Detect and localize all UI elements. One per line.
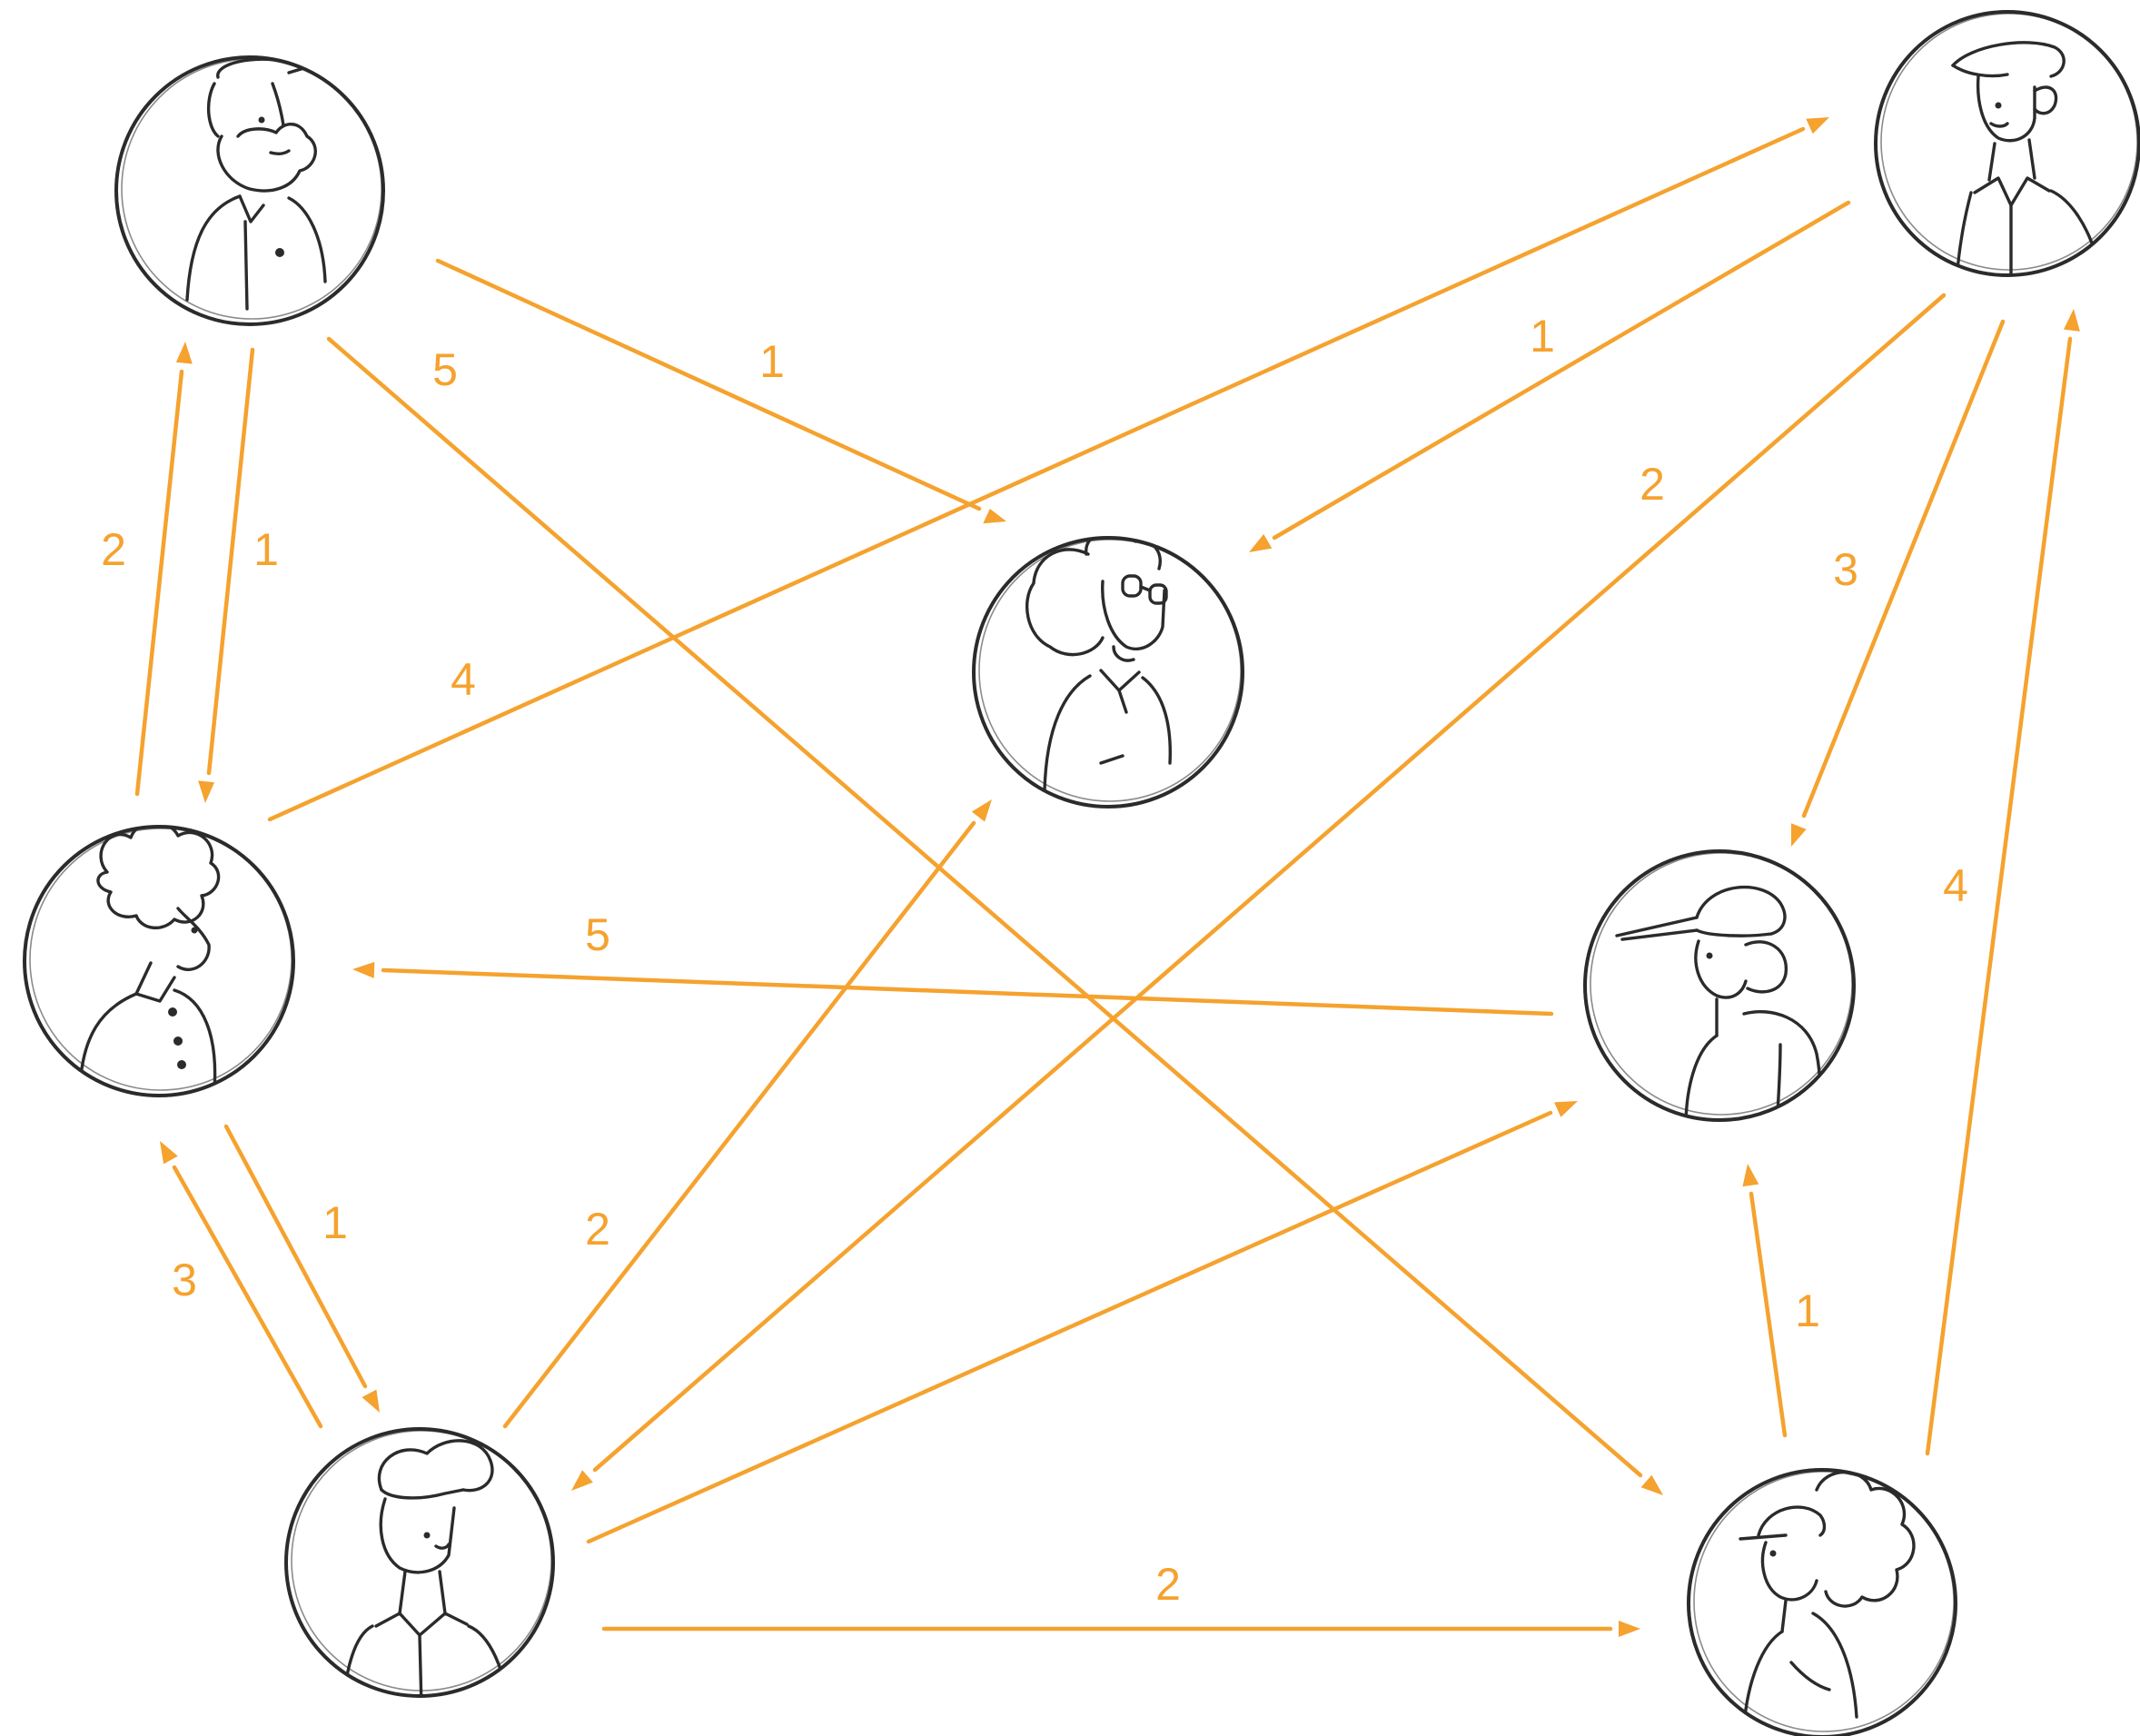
edge-top-right-man-to-cap-man <box>1790 319 2006 847</box>
woman-with-cap-avatar-icon <box>1739 1470 1916 1728</box>
woman-with-glasses-avatar-icon <box>1025 538 1172 792</box>
edge-label: 3 <box>172 1255 197 1305</box>
curly-hair-person-avatar-icon <box>78 827 221 1092</box>
edge-label: 1 <box>322 1197 348 1248</box>
edge-bottom-left-man-to-center-woman <box>502 799 992 1429</box>
edge-bearded-man-to-center-woman <box>435 258 1006 524</box>
edge-top-right-man-to-bottom-left-man <box>571 293 1947 1491</box>
node-curly-hair-person <box>23 825 295 1097</box>
edge-label: 1 <box>253 524 279 575</box>
quiff-man-avatar-icon <box>342 1439 510 1696</box>
edge-label: 5 <box>585 909 610 960</box>
edge-label: 1 <box>759 336 785 387</box>
edge-label: 4 <box>451 654 476 705</box>
node-cap-man <box>1583 849 1856 1122</box>
edge-cap-woman-to-top-right-man <box>1925 309 2080 1456</box>
edge-curly-hair-to-bearded-man <box>134 342 193 797</box>
edge-label: 1 <box>1530 311 1555 362</box>
edge-bottom-left-man-to-cap-woman <box>601 1621 1640 1637</box>
edge-label: 4 <box>1943 860 1968 911</box>
man-with-collar-avatar-icon <box>1951 41 2100 275</box>
edge-label: 2 <box>1155 1559 1181 1610</box>
edge-label: 3 <box>1833 544 1858 595</box>
node-center-woman-glasses <box>972 536 1244 808</box>
edge-top-right-man-to-center-woman <box>1249 200 1851 552</box>
edge-curly-hair-to-bottom-left-man <box>223 1124 380 1413</box>
edge-bottom-left-man-to-cap-man <box>586 1101 1578 1544</box>
nodes <box>23 10 2140 1736</box>
edge-label: 5 <box>432 344 458 395</box>
edges <box>134 117 2080 1637</box>
node-cap-woman <box>1687 1468 1957 1736</box>
edge-label: 2 <box>101 524 126 575</box>
edge-bearded-man-to-cap-woman <box>326 336 1663 1495</box>
edge-cap-man-to-curly-hair <box>352 961 1554 1017</box>
edge-label: 2 <box>1640 459 1665 510</box>
edge-curly-hair-to-top-right-man <box>267 117 1829 822</box>
edge-label: 2 <box>585 1204 610 1255</box>
edge-label: 1 <box>1795 1285 1820 1336</box>
node-bottom-left-man <box>284 1427 555 1698</box>
edge-bearded-man-to-curly-hair <box>198 347 255 803</box>
node-bearded-man <box>114 55 385 326</box>
edge-cap-woman-to-cap-man <box>1742 1164 1788 1438</box>
edge-bottom-left-man-to-curly-hair <box>160 1141 323 1429</box>
edge-labels: 1 5 1 2 4 1 2 3 4 5 1 3 2 2 1 <box>101 311 1968 1610</box>
node-top-right-man <box>1874 10 2140 277</box>
